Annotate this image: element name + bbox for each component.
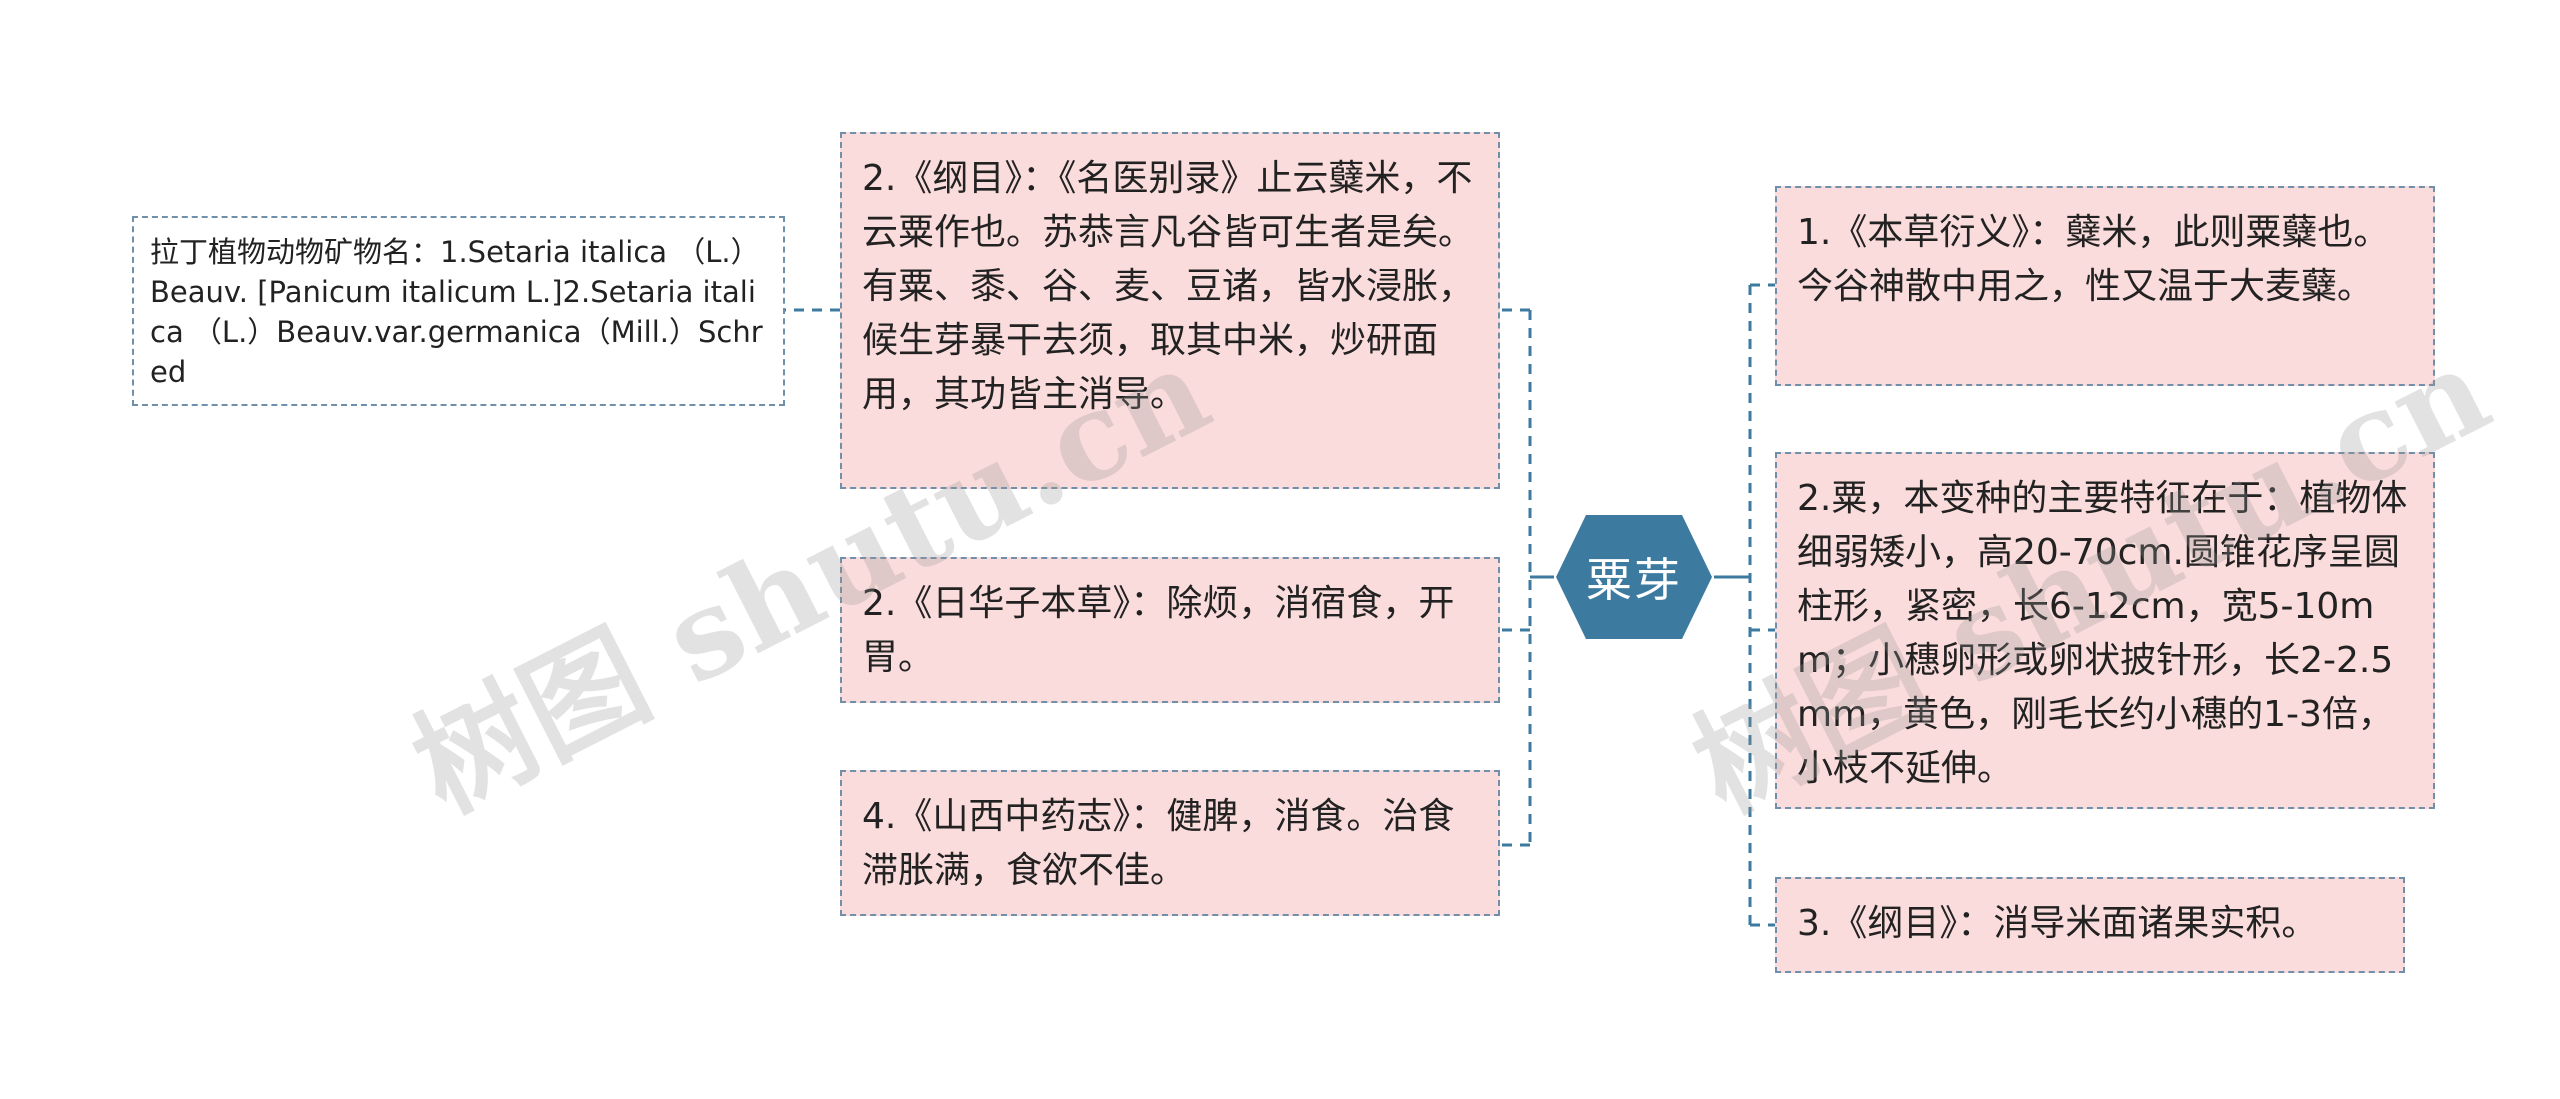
right-node-bencao-text: 1.《本草衍义》：糵米，此则粟糵也。今谷神散中用之，性又温于大麦糵。 bbox=[1797, 212, 2390, 307]
left-node-rihuazi[interactable]: 2.《日华子本草》：除烦，消宿食，开胃。 bbox=[840, 557, 1500, 703]
left-node-shanxi[interactable]: 4.《山西中药志》：健脾，消食。治食滞胀满，食欲不佳。 bbox=[840, 770, 1500, 916]
right-node-bencao[interactable]: 1.《本草衍义》：糵米，此则粟糵也。今谷神散中用之，性又温于大麦糵。 bbox=[1775, 186, 2435, 386]
left-node-gangmu-text: 2.《纲目》：《名医别录》止云糵米，不云粟作也。苏恭言凡谷皆可生者是矣。有粟、黍… bbox=[862, 158, 1475, 415]
left-node-rihuazi-text: 2.《日华子本草》：除烦，消宿食，开胃。 bbox=[862, 583, 1455, 678]
center-topic[interactable]: 粟芽 bbox=[1554, 513, 1714, 641]
right-node-features-text: 2.粟，本变种的主要特征在于：植物体细弱矮小，高20-70cm.圆锥花序呈圆柱形… bbox=[1797, 478, 2408, 789]
right-node-features[interactable]: 2.粟，本变种的主要特征在于：植物体细弱矮小，高20-70cm.圆锥花序呈圆柱形… bbox=[1775, 452, 2435, 809]
latin-name-note[interactable]: 拉丁植物动物矿物名：1.Setaria italica （L.）Beauv. [… bbox=[132, 216, 785, 406]
right-node-gangmu-text: 3.《纲目》：消导米面诸果实积。 bbox=[1797, 903, 2318, 944]
center-topic-label: 粟芽 bbox=[1586, 553, 1682, 607]
latin-name-note-text: 拉丁植物动物矿物名：1.Setaria italica （L.）Beauv. [… bbox=[150, 235, 763, 389]
center-hexagon-shape bbox=[1556, 515, 1712, 639]
right-node-gangmu[interactable]: 3.《纲目》：消导米面诸果实积。 bbox=[1775, 877, 2405, 973]
left-node-gangmu[interactable]: 2.《纲目》：《名医别录》止云糵米，不云粟作也。苏恭言凡谷皆可生者是矣。有粟、黍… bbox=[840, 132, 1500, 489]
left-node-shanxi-text: 4.《山西中药志》：健脾，消食。治食滞胀满，食欲不佳。 bbox=[862, 796, 1455, 891]
